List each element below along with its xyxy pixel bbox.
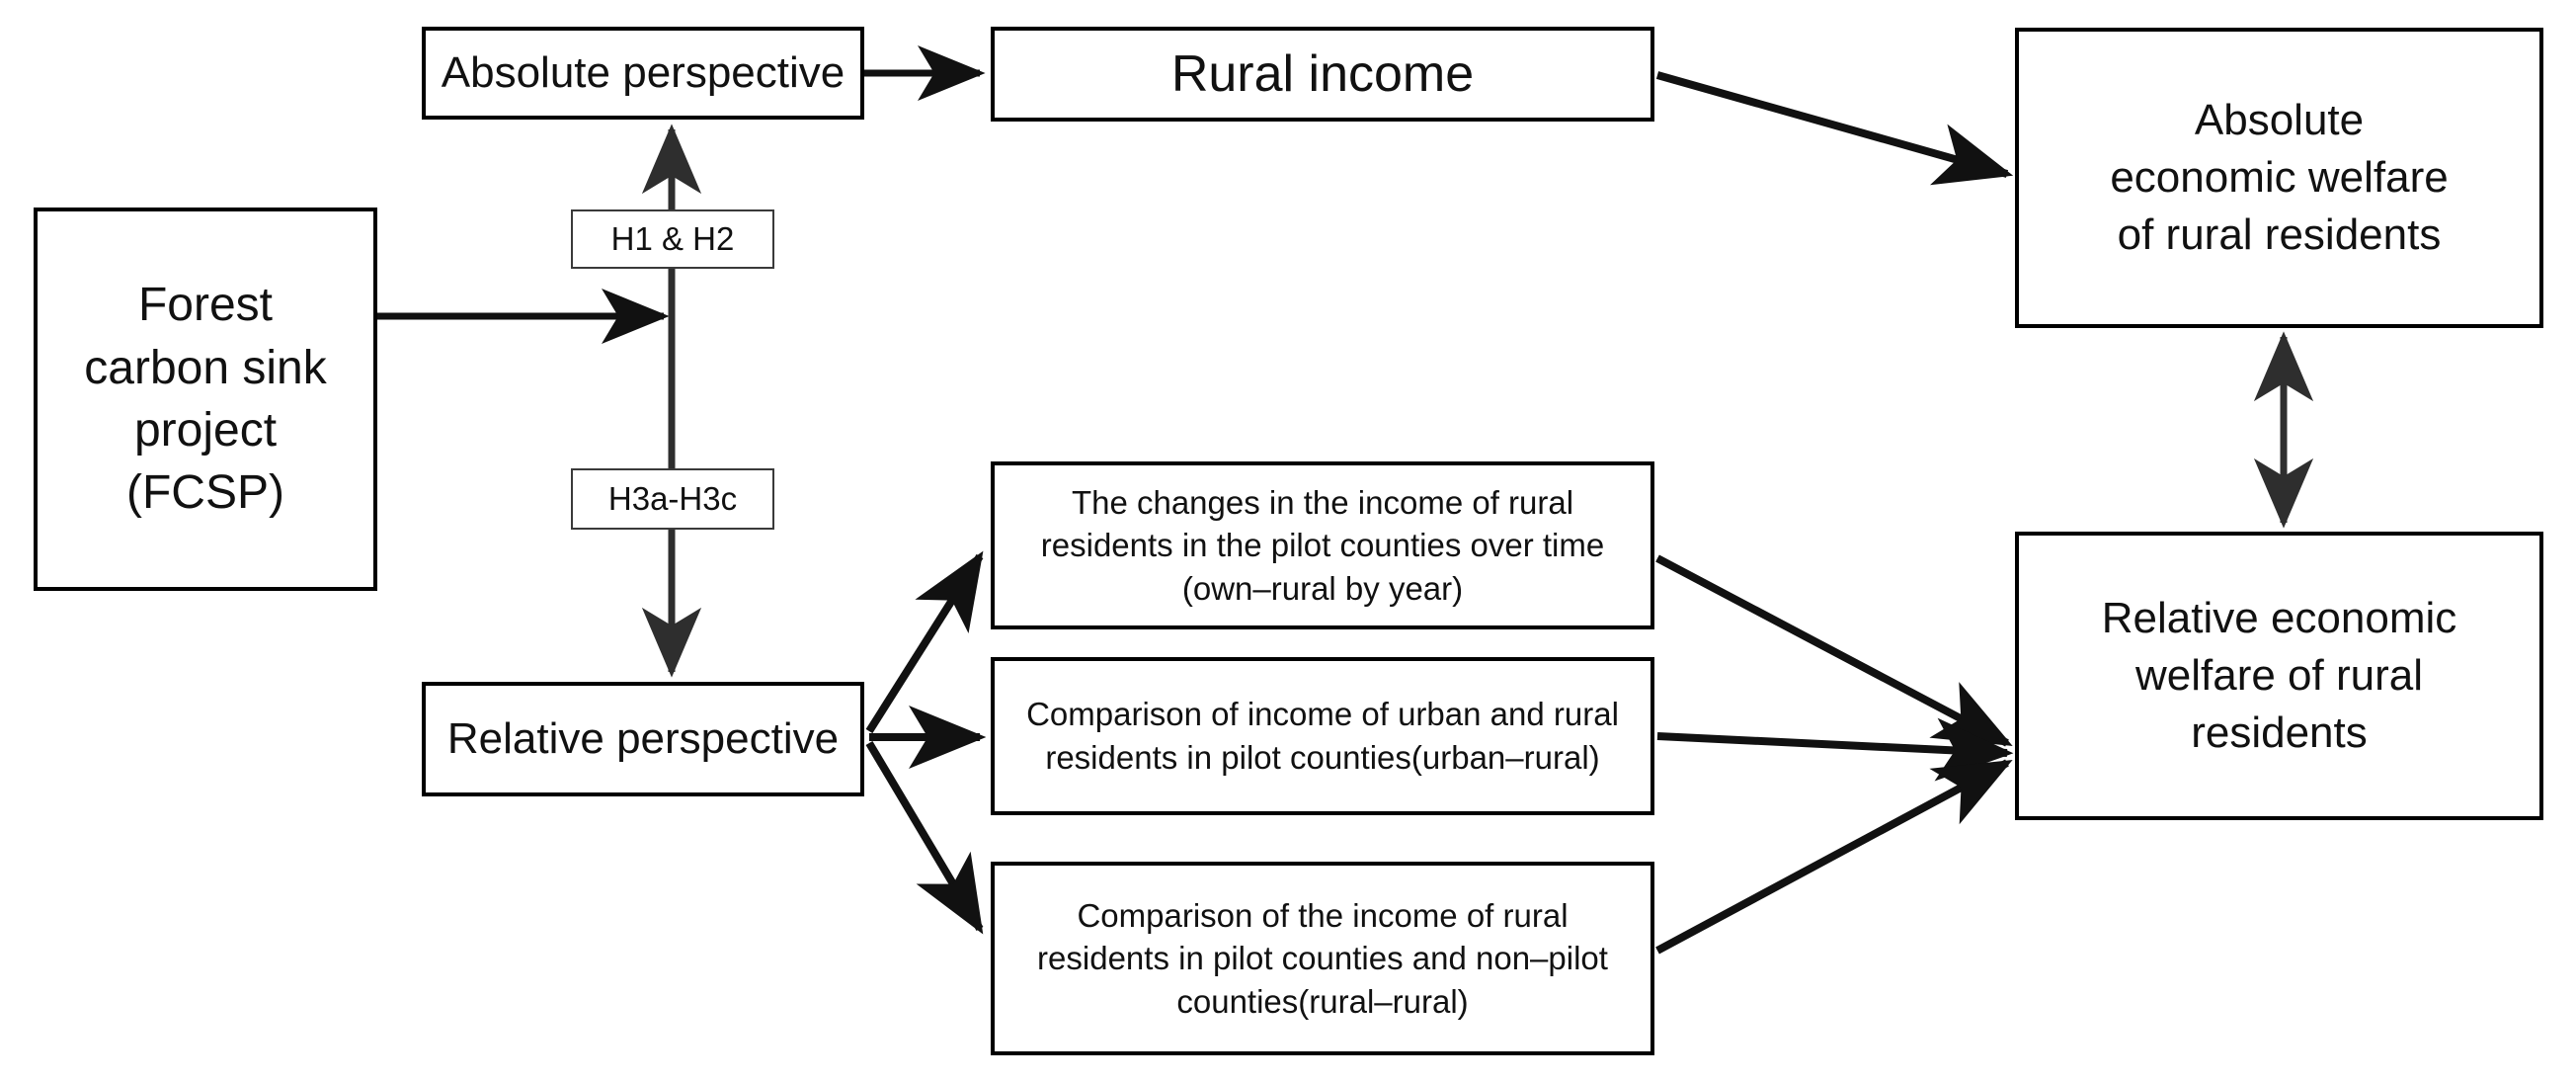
node-label: Relative economic welfare of rural resid… <box>2101 593 2457 758</box>
node-relative-economic-welfare[interactable]: Relative economic welfare of rural resid… <box>2015 532 2543 820</box>
edge-rural-income-to-absolute-welfare <box>1655 71 2014 186</box>
hypothesis-text: H3a-H3c <box>607 480 738 517</box>
edge-relative-perspective-to-rural-rural <box>865 740 984 935</box>
edge-rural-rural-to-relative-welfare <box>1655 759 2013 955</box>
node-label: Absolute economic welfare of rural resid… <box>2110 95 2449 260</box>
node-rural-rural-comparison[interactable]: Comparison of the income of rural reside… <box>991 862 1654 1055</box>
node-label: Rural income <box>1170 44 1475 103</box>
node-label: Comparison of the income of rural reside… <box>1037 896 1608 1020</box>
node-absolute-economic-welfare[interactable]: Absolute economic welfare of rural resid… <box>2015 28 2543 328</box>
node-own-rural-by-year[interactable]: The changes in the income of rural resid… <box>991 461 1654 629</box>
node-label: Relative perspective <box>446 713 840 763</box>
node-label: The changes in the income of rural resid… <box>1040 483 1605 607</box>
node-label: Absolute perspective <box>441 47 845 97</box>
node-forest-carbon-sink-project[interactable]: Forest carbon sink project (FCSP) <box>34 208 377 591</box>
node-absolute-perspective[interactable]: Absolute perspective <box>422 27 864 120</box>
hypothesis-text: H1 & H2 <box>610 220 735 257</box>
node-relative-perspective[interactable]: Relative perspective <box>422 682 864 796</box>
node-rural-income[interactable]: Rural income <box>991 27 1654 122</box>
node-label: Forest carbon sink project (FCSP) <box>84 279 327 520</box>
edge-own-rural-to-relative-welfare <box>1655 554 2013 747</box>
edge-urban-rural-to-relative-welfare <box>1656 717 2014 782</box>
node-urban-rural-comparison[interactable]: Comparison of income of urban and rural … <box>991 657 1654 815</box>
edge-relative-perspective-to-own-rural <box>865 550 984 734</box>
hypothesis-label-h1-h2: H1 & H2 <box>571 209 774 269</box>
node-label: Comparison of income of urban and rural … <box>1026 696 1619 776</box>
hypothesis-label-h3a-h3c: H3a-H3c <box>571 468 774 530</box>
